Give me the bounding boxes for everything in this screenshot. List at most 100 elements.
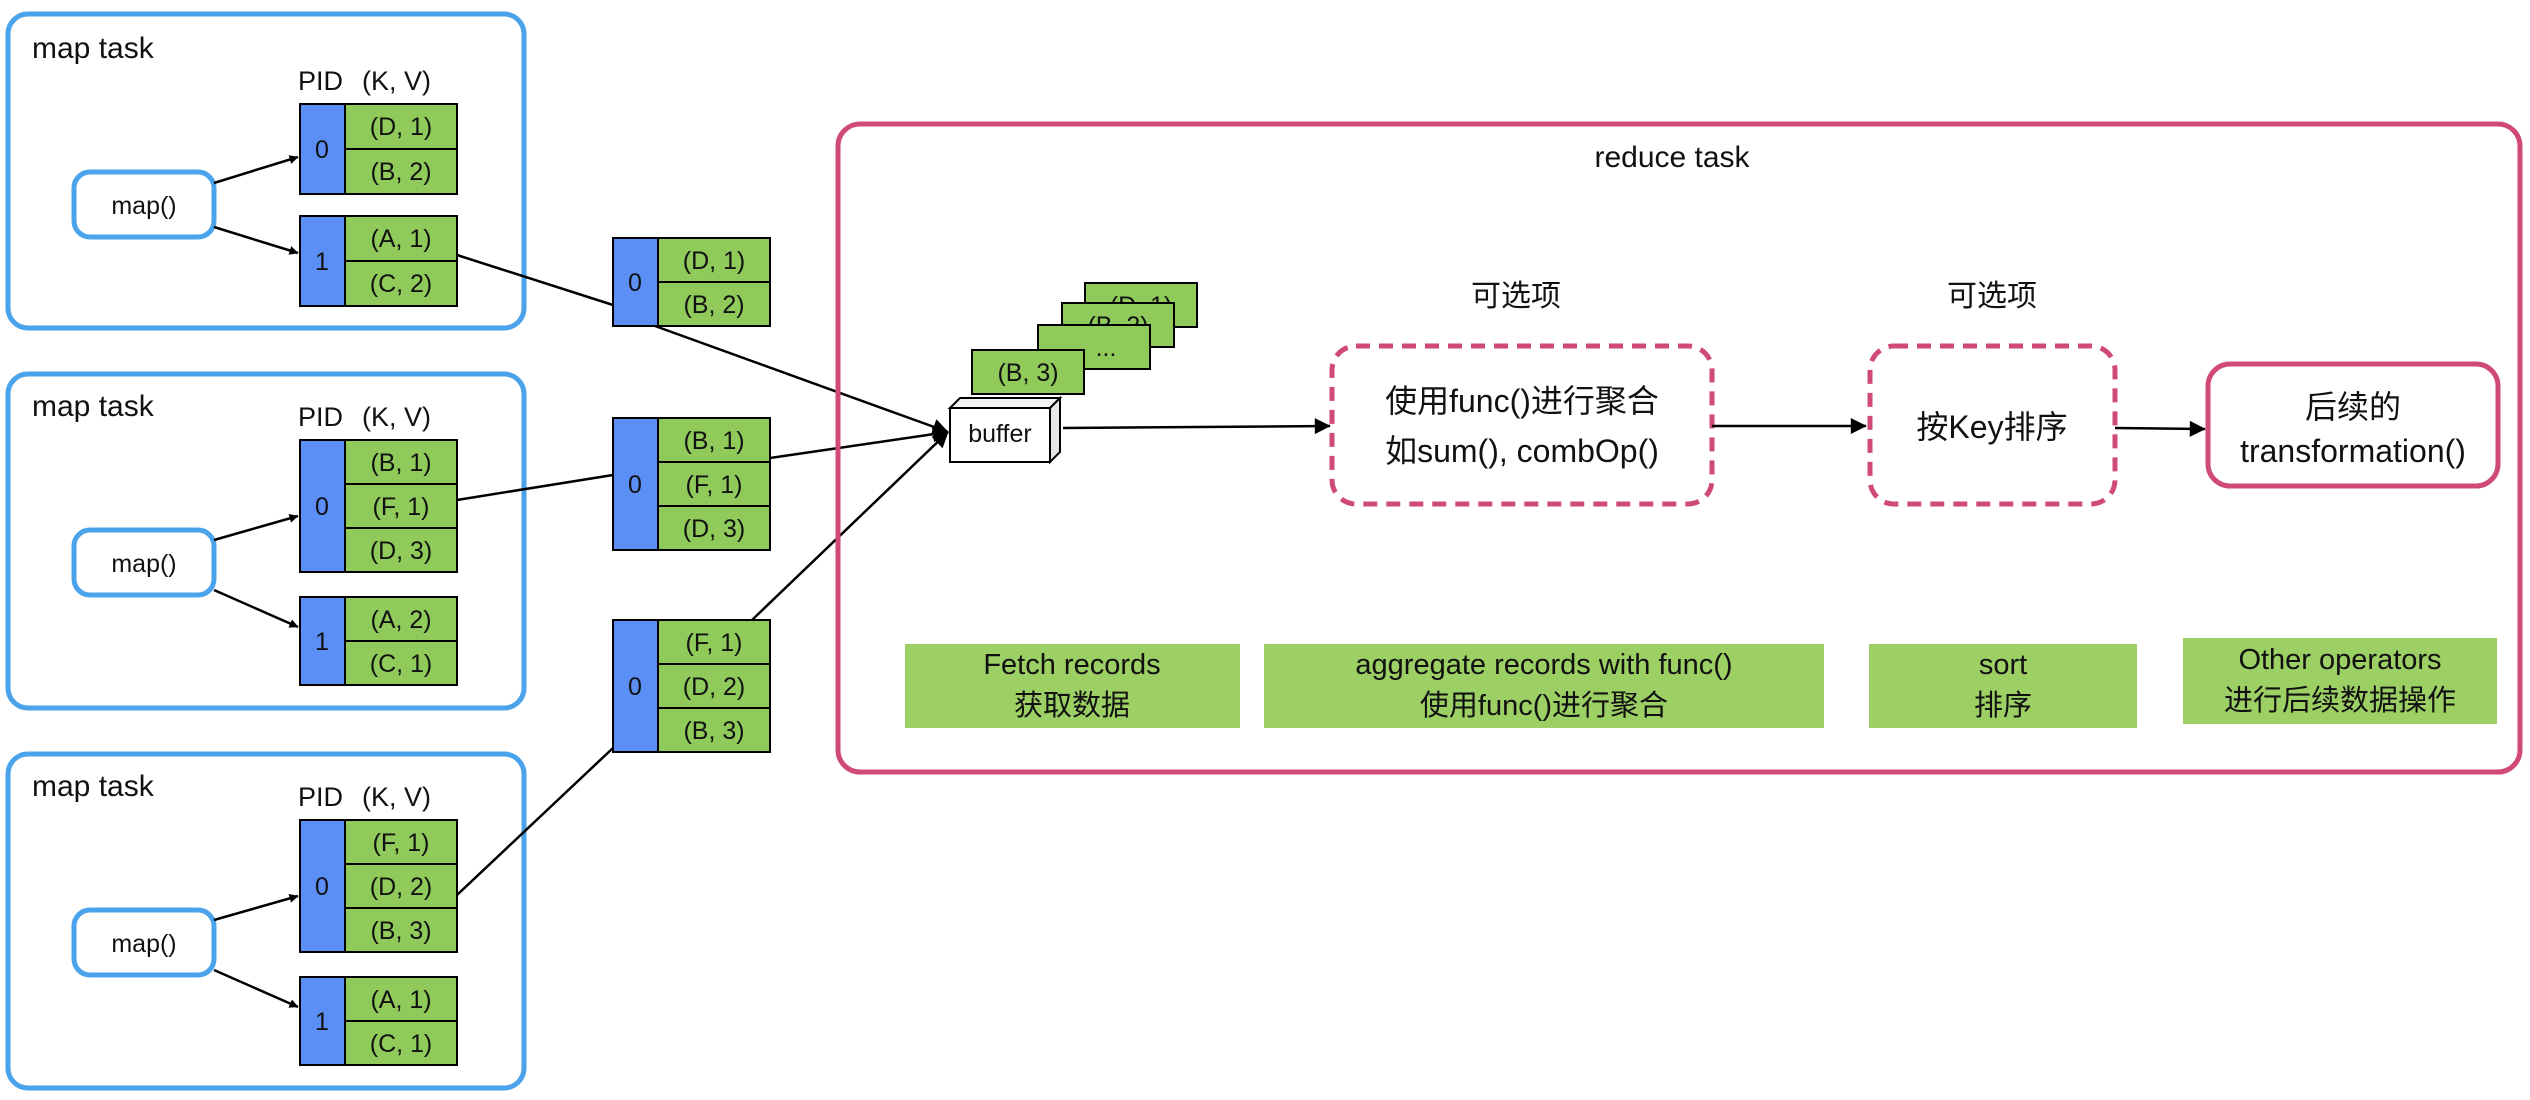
buffer-front [949,407,1051,463]
record-cell [344,976,458,1022]
record-cell [344,819,458,865]
record-text: (B, 1) [370,449,431,477]
map-task-1: map task PID (K, V) map() 0 (D, 1) (B, 2… [5,11,527,331]
pid-cell [299,215,346,307]
record-cell [657,663,771,709]
stage-other-line1: Other operators [2238,644,2441,676]
transform-box [2205,361,2501,489]
record-text: (F, 1) [373,829,430,857]
record-text: (F, 1) [373,493,430,521]
stage-aggregate [1264,644,1824,728]
stage-other [2183,638,2497,724]
record-cell [344,863,458,909]
record-text: (B, 1) [683,427,744,455]
record-cell [344,1020,458,1066]
fetch-arrow [654,324,949,435]
map-task-frame [5,371,527,711]
record-cell [344,527,458,573]
record-cell [344,215,458,262]
pid-header: PID [298,66,343,96]
fetch-arrow [769,426,949,460]
record-cell [344,483,458,529]
record-text: (C, 1) [370,650,433,678]
record-cell [657,461,771,507]
stage-aggregate-line2: 使用func()进行聚合 [1420,689,1668,722]
stage-fetch-line1: Fetch records [983,649,1160,681]
record-text: (B, 3) [370,917,431,945]
sort-box [1867,343,2118,507]
pid-cell [299,439,346,573]
transform-line2: transformation() [2240,433,2466,469]
buffer-side [1049,395,1061,465]
pid-cell [612,619,659,753]
pid-cell [299,819,346,953]
record-text: (D, 3) [370,537,433,565]
buffer-label: buffer [968,420,1031,448]
record-text: (D, 3) [683,515,746,543]
record-cell [657,707,771,753]
record-text: (A, 2) [370,606,431,634]
map-task-title: map task [32,770,155,803]
record-stack: (D, 1) (B, 2) ... (B, 3) [971,282,1198,395]
kv-header: (K, V) [362,402,431,432]
aggregate-line1: 使用func()进行聚合 [1385,383,1659,419]
map-arrow [213,155,299,185]
pipeline-arrow [1062,418,1331,435]
pid-value: 0 [628,673,642,701]
map-arrow [213,225,299,255]
stage-sort-line1: sort [1979,649,2027,681]
reduce-task-title: reduce task [1594,141,1750,174]
record-text: (F, 1) [686,471,743,499]
partition-link [456,473,614,502]
shuffle-block-3: 0 (F, 1) (D, 2) (B, 3) [612,619,771,753]
map-arrow [213,968,299,1009]
record-text: (D, 1) [683,247,746,275]
kv-header: (K, V) [362,66,431,96]
pid-header: PID [298,402,343,432]
record-cell [344,148,458,195]
map-task-frame [5,751,527,1091]
reduce-task-frame [835,121,2523,775]
map-task-title: map task [32,390,155,423]
aggregate-box [1329,343,1715,507]
record-cell [344,260,458,307]
sort-label: 按Key排序 [1916,409,2067,445]
record-cell [344,907,458,953]
record-text: (B, 2) [683,291,744,319]
record-text: (C, 2) [370,270,433,298]
map-arrow [213,588,299,629]
map-function [71,907,217,978]
map-task-title: map task [32,32,155,65]
stage-sort-line2: 排序 [1974,689,2032,722]
pid-value: 0 [315,136,329,164]
map-task-frame [5,11,527,331]
stack-card-text: ... [1096,334,1117,362]
record-cell [344,640,458,686]
pid-value: 1 [315,248,329,276]
partition-link [456,747,614,896]
pid-cell [299,103,346,195]
record-text: (D, 2) [683,673,746,701]
pid-cell [299,976,346,1066]
reduce-task: reduce task (D, 1) (B, 2) ... (B, 3) buf… [835,121,2523,775]
pid-header: PID [298,782,343,812]
record-text: (B, 2) [370,158,431,186]
stage-fetch [905,644,1240,728]
partition-link [456,253,614,307]
shuffle-block-1: 0 (D, 1) (B, 2) [612,237,771,327]
record-text: (F, 1) [686,629,743,657]
stage-sort [1869,644,2137,728]
map-function-label: map() [111,550,176,578]
stack-card-text: (B, 3) [997,359,1058,387]
pid-value: 0 [315,493,329,521]
fetch-arrow [751,431,949,621]
pid-value: 0 [628,471,642,499]
record-text: (A, 1) [370,986,431,1014]
map-function [71,527,217,598]
pid-cell [299,596,346,686]
map-arrow [213,894,299,922]
record-cell [657,281,771,327]
stage-aggregate-line1: aggregate records with func() [1355,649,1732,681]
